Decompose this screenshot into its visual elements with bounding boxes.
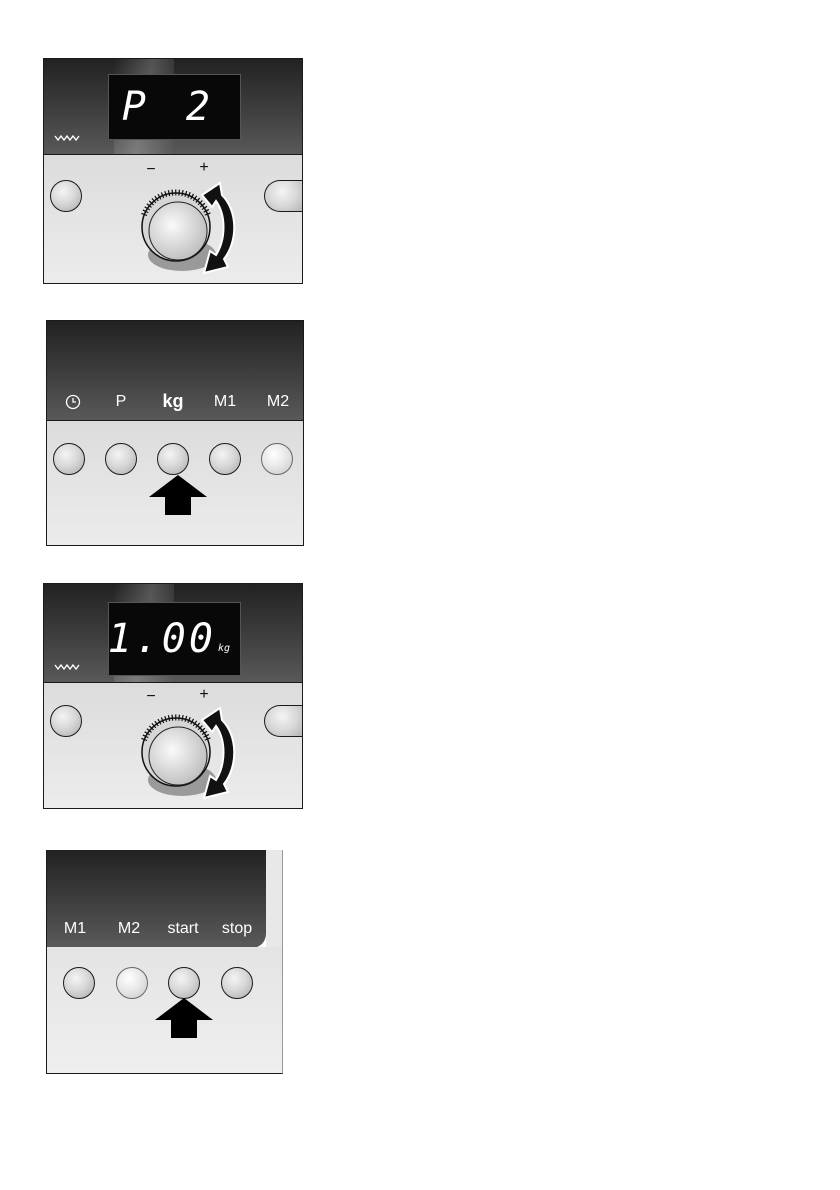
label-m2: M2: [267, 393, 289, 411]
label-p: P: [116, 393, 127, 411]
label-m1: M1: [214, 393, 236, 411]
panel-start: M1 M2 start stop: [46, 850, 283, 1074]
m1-button[interactable]: [63, 967, 95, 999]
label-m1: M1: [64, 920, 86, 938]
clock-button[interactable]: [53, 443, 85, 475]
kg-button[interactable]: [157, 443, 189, 475]
m1-button[interactable]: [209, 443, 241, 475]
right-button[interactable]: [264, 705, 303, 737]
heat-wave-icon: [54, 133, 80, 143]
p-button[interactable]: [105, 443, 137, 475]
rotate-arrow-icon: [194, 706, 244, 801]
m2-button[interactable]: [261, 443, 293, 475]
left-button[interactable]: [50, 705, 82, 737]
m2-button[interactable]: [116, 967, 148, 999]
clock-icon[interactable]: [65, 394, 81, 410]
display-readout: 1.00: [108, 616, 216, 662]
display: P 2: [108, 74, 241, 140]
label-start: start: [167, 920, 198, 938]
label-stop: stop: [222, 920, 252, 938]
start-button[interactable]: [168, 967, 200, 999]
label-kg: kg: [162, 391, 183, 412]
stop-button[interactable]: [221, 967, 253, 999]
label-m2: M2: [118, 920, 140, 938]
heat-wave-icon: [54, 662, 80, 672]
right-button[interactable]: [264, 180, 303, 212]
push-arrow-icon: [153, 996, 215, 1040]
panel-program-select: P 2 − +: [43, 58, 303, 284]
rotate-arrow-icon: [194, 181, 244, 276]
display-readout: P 2: [122, 75, 218, 139]
display-unit: kg: [218, 643, 230, 654]
panel-weight-select: P kg M1 M2: [46, 320, 304, 546]
left-button[interactable]: [50, 180, 82, 212]
push-arrow-icon: [147, 473, 209, 517]
